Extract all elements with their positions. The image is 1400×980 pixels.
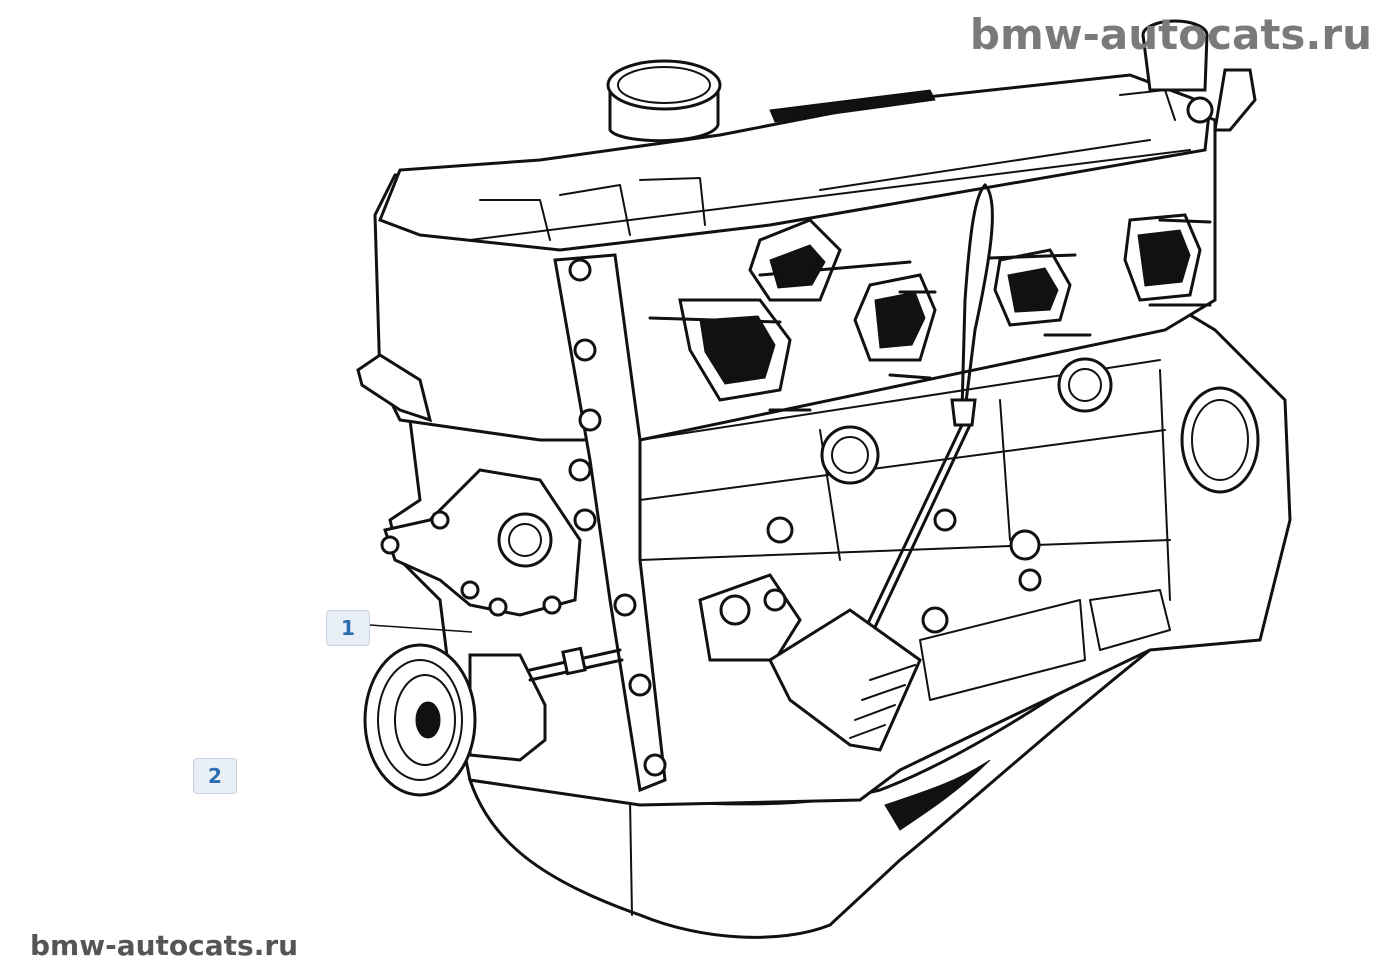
thermostat-housing xyxy=(1141,19,1257,132)
valve-cover-logo xyxy=(769,89,936,123)
dipstick xyxy=(858,183,994,644)
timing-cover xyxy=(553,253,667,793)
callout-1[interactable]: 1 xyxy=(326,610,370,646)
oil-filter xyxy=(698,573,922,752)
intake-ports xyxy=(648,213,1212,412)
callout-2[interactable]: 2 xyxy=(193,758,237,794)
rear-flange-opening xyxy=(1180,386,1260,494)
water-pump xyxy=(380,468,582,617)
oil-pan-shadow xyxy=(884,759,991,831)
breather-nose xyxy=(356,353,433,423)
crankshaft-pulley xyxy=(363,643,624,797)
watermark-top: bmw-autocats.ru xyxy=(969,10,1372,59)
watermark-bottom: bmw-autocats.ru xyxy=(30,929,299,962)
block-bosses xyxy=(766,357,1113,634)
callout-1-leader xyxy=(369,624,473,633)
oil-filler-cap xyxy=(606,59,722,143)
